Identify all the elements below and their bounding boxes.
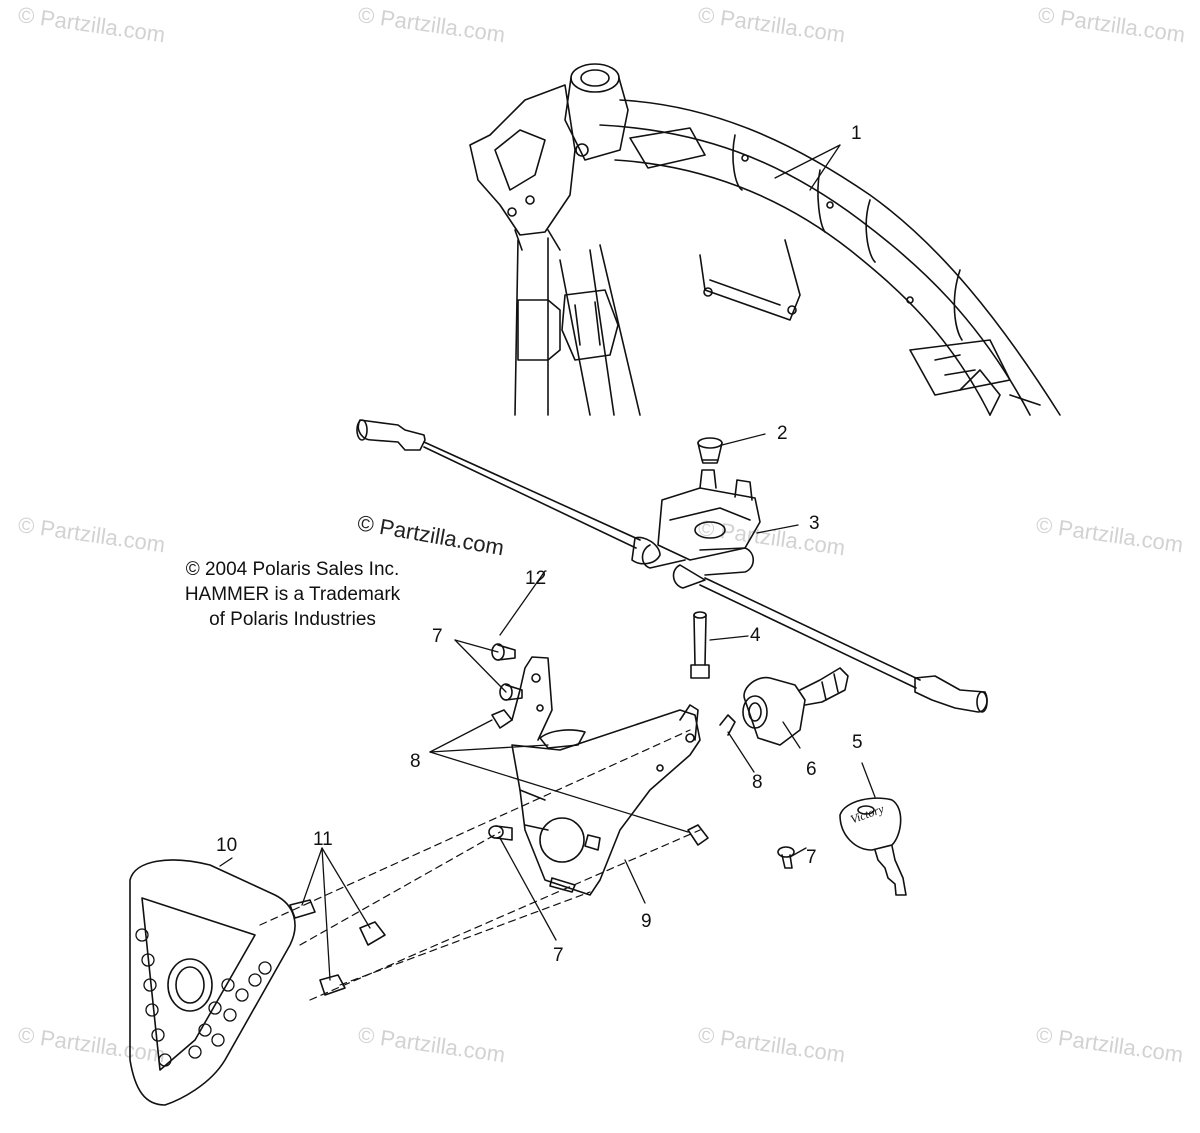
- pin-part-4: [690, 611, 710, 679]
- lock-housing-part-3: [641, 469, 761, 576]
- fasteners: [289, 643, 795, 996]
- callout-10: 10: [216, 835, 238, 856]
- callout-6: 6: [806, 759, 817, 780]
- callout-7-right: 7: [806, 847, 817, 868]
- assembly-lines: [259, 729, 701, 1001]
- ignition-switch-part-6: [742, 667, 849, 746]
- callout-11: 11: [313, 829, 333, 850]
- key-part-5: [839, 797, 907, 896]
- copyright-block: © 2004 Polaris Sales Inc. HAMMER is a Tr…: [165, 557, 420, 632]
- copyright-line-3: of Polaris Industries: [209, 609, 376, 630]
- callout-7-bottom: 7: [553, 945, 564, 966]
- leader-lines: [219, 144, 876, 981]
- copyright-line-2: HAMMER is a Trademark: [184, 584, 401, 605]
- callout-12: 12: [525, 568, 547, 589]
- callout-2: 2: [777, 423, 788, 444]
- frame-part-1: [469, 63, 1061, 416]
- callout-7-top: 7: [432, 626, 443, 647]
- callout-8-right: 8: [752, 772, 763, 793]
- callout-1: 1: [851, 123, 862, 144]
- callout-3: 3: [809, 513, 820, 534]
- callout-8-left: 8: [410, 751, 421, 772]
- callout-5: 5: [852, 732, 863, 753]
- callout-9: 9: [641, 911, 652, 932]
- callout-4: 4: [750, 625, 761, 646]
- bracket-part-9: [511, 656, 701, 896]
- cover-part-10: [129, 859, 296, 1106]
- cable-part-12: [356, 419, 988, 713]
- copyright-line-1: © 2004 Polaris Sales Inc.: [185, 559, 400, 580]
- cap-part-2: [697, 437, 723, 464]
